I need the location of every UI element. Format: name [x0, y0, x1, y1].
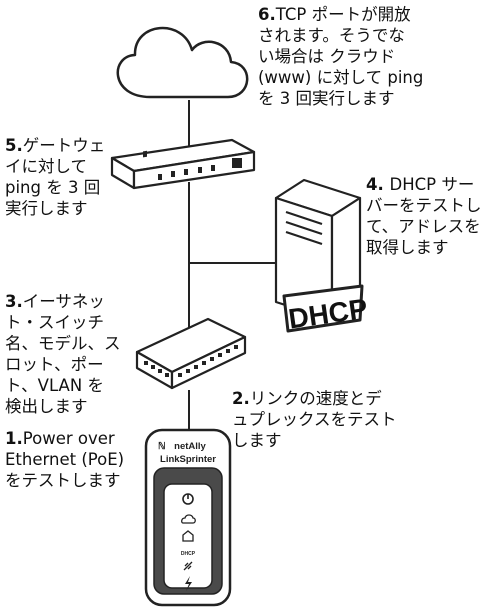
step-3-number: 3. [5, 292, 23, 311]
step-6-text: 6.TCP ポートが開放 されます。そうでな い場合は クラウド (www) に… [258, 4, 423, 109]
step-3-line-3: 名、モデル、ス [5, 334, 121, 353]
step-6-line-5: を 3 回実行します [258, 89, 395, 108]
cloud-icon [116, 26, 249, 99]
gateway-status-icon [182, 530, 194, 542]
step-6-line-3: い場合は クラウド [258, 47, 396, 66]
step-1-line-1: Power over [22, 429, 115, 448]
device-model: LinkSprinter [160, 454, 216, 465]
step-4-line-3: て、アドレスを [366, 217, 481, 236]
step-6-line-4: (www) に対して ping [258, 68, 424, 87]
ethernet-switch-icon [135, 317, 247, 390]
status-dhcp-label: DHCP [181, 551, 196, 557]
step-5-number: 5. [5, 136, 23, 155]
step-2-number: 2. [232, 389, 250, 408]
gateway-router-icon [110, 138, 256, 190]
step-1-line-2: Ethernet (PoE) [5, 450, 125, 469]
brand-mark: ℕ [158, 441, 166, 452]
step-5-line-3: ping を 3 回 [5, 178, 101, 197]
step-4-line-2: バーをテストし [366, 196, 482, 215]
step-3-line-2: ト・スイッチ [5, 313, 104, 332]
step-6-line-1: TCP ポートが開放 [275, 5, 411, 24]
linksprinter-device: DHCP [144, 428, 232, 607]
step-5-line-1: ゲートウェ [22, 136, 106, 155]
step-2-line-1: リンクの速度とデ [249, 389, 382, 408]
cloud-status-icon [181, 514, 196, 524]
link-status-icon [183, 561, 193, 571]
step-3-line-6: 検出します [5, 397, 88, 416]
step-6-number: 6. [258, 5, 276, 24]
connection-lines [188, 100, 278, 432]
step-4-number: 4. [366, 175, 390, 194]
step-5-line-2: イに対して [5, 157, 88, 176]
step-6-line-2: されます。そうでな [258, 26, 405, 45]
step-5-text: 5.ゲートウェ イに対して ping を 3 回 実行します [5, 135, 105, 219]
step-4-line-1: DHCP サー [389, 175, 475, 194]
step-1-text: 1.Power over Ethernet (PoE) をテストします [5, 428, 124, 491]
step-2-text: 2.リンクの速度とデ ュプレックスをテスト します [232, 388, 397, 451]
step-2-line-2: ュプレックスをテスト [232, 410, 397, 429]
step-4-line-4: 取得します [366, 238, 449, 257]
step-2-line-3: します [232, 431, 282, 450]
step-3-line-4: ロット、ポー [5, 355, 104, 374]
step-3-text: 3.イーサネッ ト・スイッチ 名、モデル、ス ロット、ポー ト、VLAN を 検… [5, 291, 121, 417]
step-5-line-4: 実行します [5, 199, 88, 218]
step-1-number: 1. [5, 429, 23, 448]
step-3-line-5: ト、VLAN を [5, 376, 104, 395]
step-1-line-3: をテストします [5, 471, 121, 490]
dhcp-server-icon [274, 178, 364, 333]
step-3-line-1: イーサネッ [22, 292, 105, 311]
step-4-text: 4. DHCP サー バーをテストし て、アドレスを 取得します [366, 174, 482, 258]
device-brand: netAlly [174, 441, 206, 452]
poe-status-icon [185, 576, 192, 591]
